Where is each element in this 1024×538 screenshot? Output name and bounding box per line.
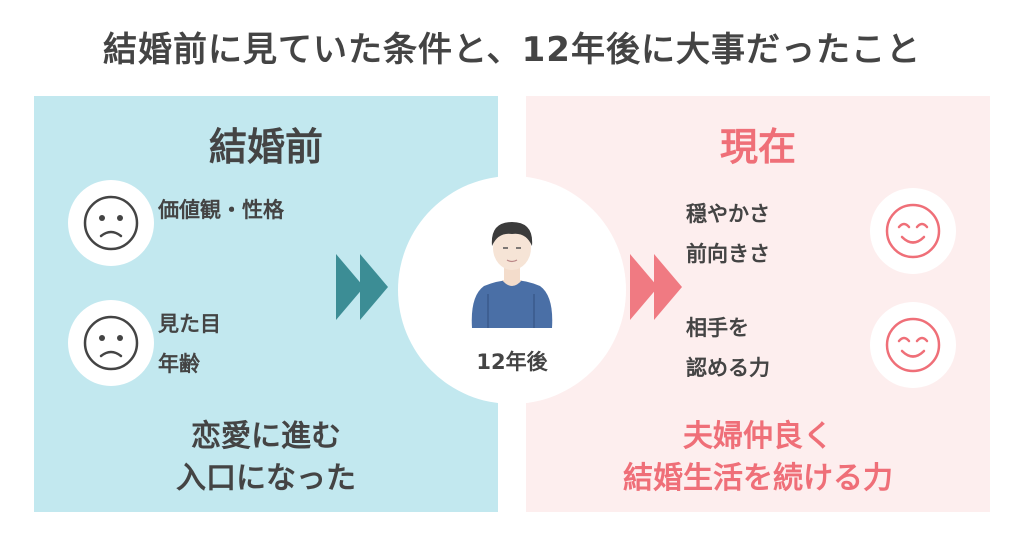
before-conclusion: 恋愛に進む 入口になった [34, 416, 498, 500]
smile-face-icon [870, 302, 956, 388]
conclusion-line: 恋愛に進む [191, 419, 341, 454]
before-item-appearance: 見た目 年齢 [158, 304, 221, 384]
conclusion-line: 結婚生活を続ける力 [623, 461, 893, 496]
double-arrow-right-icon [336, 254, 388, 320]
sad-face-icon [68, 300, 154, 386]
person-illustration-icon [471, 222, 553, 328]
present-item-calm: 穏やかさ 前向きさ [686, 194, 770, 274]
item-line: 前向きさ [686, 242, 770, 266]
page-title: 結婚前に見ていた条件と、12年後に大事だったこと [103, 30, 921, 70]
conclusion-line: 夫婦仲良く [683, 419, 833, 454]
item-line: 穏やかさ [686, 202, 770, 226]
before-heading: 結婚前 [208, 125, 323, 169]
sad-face-icon [68, 180, 154, 266]
item-line: 相手を [686, 316, 749, 340]
present-conclusion: 夫婦仲良く 結婚生活を続ける力 [526, 416, 990, 500]
present-item-acceptance: 相手を 認める力 [686, 308, 770, 388]
center-circle: 12年後 [398, 176, 626, 404]
item-line: 認める力 [686, 356, 770, 380]
smile-face-icon [870, 188, 956, 274]
conclusion-line: 入口になった [176, 461, 356, 496]
present-heading: 現在 [719, 125, 796, 169]
before-item-values: 価値観・性格 [158, 190, 284, 230]
item-line: 価値観・性格 [158, 198, 284, 222]
double-arrow-right-icon [630, 254, 682, 320]
center-label: 12年後 [476, 350, 548, 374]
item-line: 年齢 [158, 352, 200, 376]
item-line: 見た目 [158, 312, 221, 336]
